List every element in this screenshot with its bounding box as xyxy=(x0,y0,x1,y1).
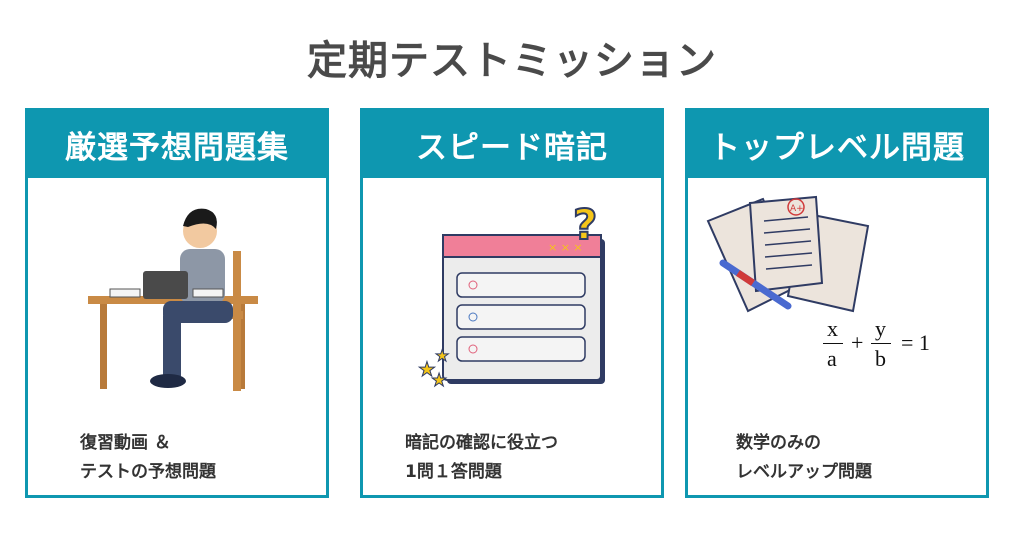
card-heading: トップレベル問題 xyxy=(688,111,986,178)
eq-plus: + xyxy=(851,330,864,355)
card-description: 復習動画 ＆ テストの予想問題 xyxy=(80,429,216,487)
svg-text:★: ★ xyxy=(418,357,436,381)
svg-text:★: ★ xyxy=(431,370,447,391)
card-description: 数学のみの レベルアップ問題 xyxy=(736,429,872,487)
card-description: 暗記の確認に役立つ 1問１答問題 xyxy=(405,429,558,487)
eq-b: b xyxy=(875,346,886,371)
card-speed-memorization: スピード暗記 × × × ? ★ ★ ★ 暗記の確認に役立つ 1問１答問題 xyxy=(360,108,664,498)
description-line: テストの予想問題 xyxy=(80,462,216,482)
description-line: 復習動画 ＆ xyxy=(80,433,171,453)
description-line: 1問１答問題 xyxy=(405,462,502,482)
test-papers-illustration: A+ xyxy=(706,195,870,313)
eq-result: = 1 xyxy=(901,330,930,355)
card-heading: 厳選予想問題集 xyxy=(28,111,326,178)
card-top-level-problems: トップレベル問題 A+ x a + y b = 1 数学のみの レベルアップ問題 xyxy=(685,108,989,498)
svg-text:× × ×: × × × xyxy=(548,241,583,254)
svg-text:★: ★ xyxy=(435,346,449,365)
page-title: 定期テストミッション xyxy=(307,38,717,84)
quiz-window-illustration: × × × ? ★ ★ ★ xyxy=(418,199,605,392)
card-selected-problems: 厳選予想問題集 復習動画 ＆ テストの予想問題 xyxy=(25,108,329,498)
card-heading: スピード暗記 xyxy=(363,111,661,178)
eq-a: a xyxy=(827,346,837,371)
grade-mark: A+ xyxy=(790,204,804,214)
description-line: 暗記の確認に役立つ xyxy=(405,433,558,453)
eq-x: x xyxy=(827,316,838,341)
description-line: 数学のみの xyxy=(736,433,821,453)
student-studying-illustration xyxy=(88,208,258,391)
svg-text:?: ? xyxy=(573,200,597,249)
eq-y: y xyxy=(875,316,886,341)
description-line: レベルアップ問題 xyxy=(736,462,872,482)
